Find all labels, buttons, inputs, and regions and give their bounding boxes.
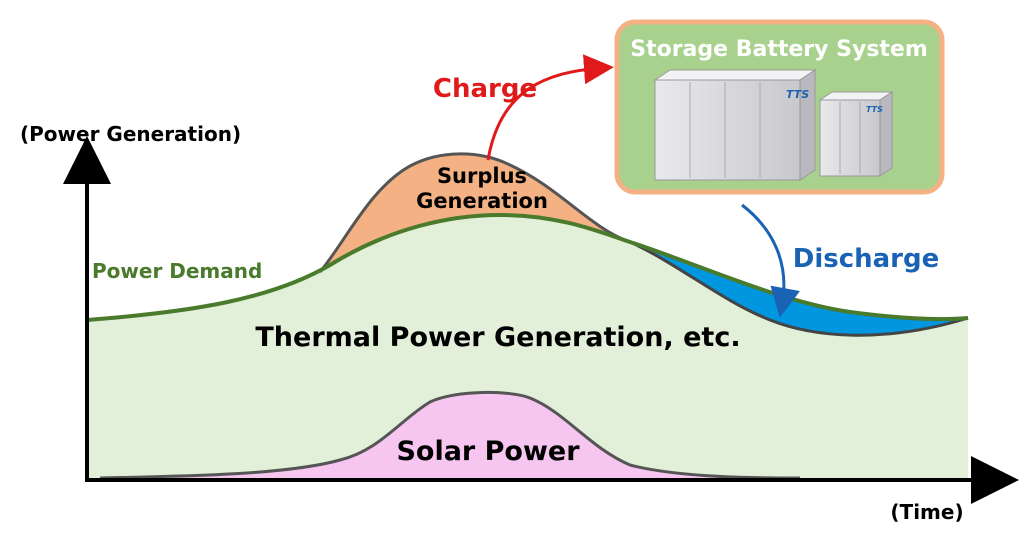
surplus-label-line2: Generation xyxy=(416,189,548,213)
charge-label: Charge xyxy=(433,74,537,104)
y-axis-label: (Power Generation) xyxy=(20,122,241,146)
discharge-label: Discharge xyxy=(793,244,940,274)
solar-label: Solar Power xyxy=(396,436,580,467)
battery-title: Storage Battery System xyxy=(630,37,928,62)
surplus-area xyxy=(320,153,630,272)
surplus-outline xyxy=(318,152,631,273)
battery-icon xyxy=(653,69,894,181)
thermal-label: Thermal Power Generation, etc. xyxy=(255,322,740,353)
solar-outline xyxy=(99,390,801,480)
charge-arrow-icon xyxy=(486,54,614,161)
discharge-outline xyxy=(629,240,969,337)
power-demand-line xyxy=(86,212,969,322)
battery-panel: TTS TTS Storage Battery System xyxy=(614,19,945,195)
solar-area xyxy=(100,392,800,478)
thermal-area xyxy=(87,215,968,478)
x-axis-label: (Time) xyxy=(890,500,963,524)
discharge-arrow-icon xyxy=(741,203,800,318)
surplus-label-line1: Surplus xyxy=(437,164,527,188)
battery-brand-mark: TTS xyxy=(786,88,809,101)
battery-brand-mark-small: TTS xyxy=(866,105,883,114)
power-demand-label: Power Demand xyxy=(92,259,262,283)
